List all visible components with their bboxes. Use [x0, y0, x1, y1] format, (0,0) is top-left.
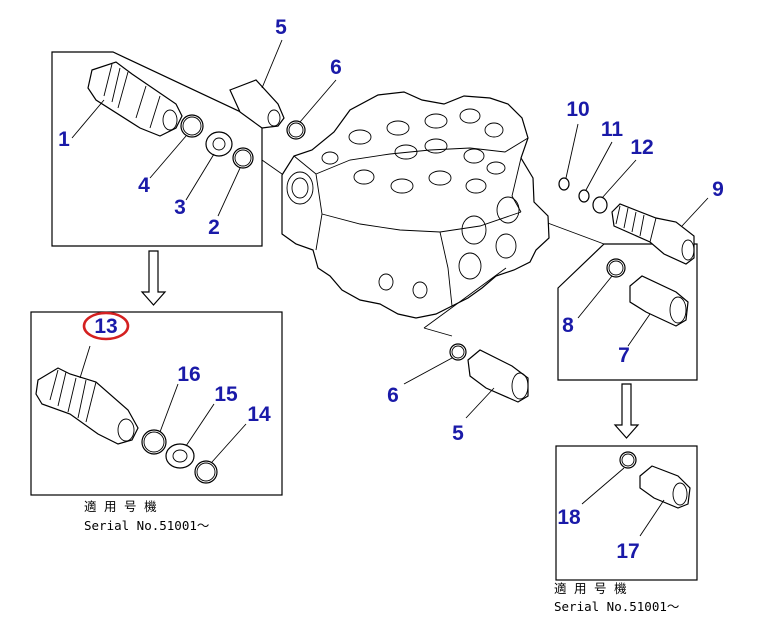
o-ring-6-top [286, 120, 306, 140]
callout-2: 2 [208, 216, 220, 239]
note-left-applicable-model: 適 用 号 機 [84, 499, 157, 514]
callout-12: 12 [630, 136, 653, 159]
o-ring-6-bottom [449, 343, 467, 361]
inset-frame-right-bottom [555, 445, 698, 581]
callout-13: 13 [94, 315, 117, 338]
callout-9: 9 [712, 178, 724, 201]
inset-frame-right-middle [544, 221, 698, 381]
plug-part-5-bottom [467, 349, 529, 403]
callout-3: 3 [174, 196, 186, 219]
o-ring-8 [606, 258, 626, 278]
callout-14: 14 [247, 403, 271, 426]
callout-11: 11 [601, 118, 624, 141]
callout-7: 7 [618, 344, 630, 367]
highlight-ring-13 [82, 311, 130, 341]
backup-ring-3 [205, 131, 233, 157]
o-ring-18 [619, 451, 637, 469]
leader-lines [71, 39, 709, 537]
small-ring-11 [578, 189, 590, 203]
down-arrow-left [140, 250, 167, 306]
valve-body [281, 91, 550, 319]
o-ring-4 [180, 114, 204, 138]
callout-4: 4 [138, 174, 150, 197]
callout-15: 15 [214, 383, 238, 406]
note-left-serial: Serial No.51001～ [84, 518, 209, 533]
callout-16: 16 [177, 363, 200, 386]
callout-5-top: 5 [275, 16, 287, 39]
o-ring-12 [592, 196, 608, 214]
callout-17: 17 [616, 540, 639, 563]
connector-lines [423, 267, 507, 337]
relief-valve-part-1 [87, 61, 183, 137]
down-arrow-right [613, 383, 640, 439]
callout-5-bottom: 5 [452, 422, 464, 445]
relief-valve-part-13 [35, 367, 139, 445]
callout-8: 8 [562, 314, 574, 337]
inset-frame-bottom-left [30, 311, 283, 496]
backup-ring-15 [165, 443, 195, 469]
note-right-applicable-model: 適 用 号 機 [554, 581, 627, 596]
fitting-part-9 [611, 203, 695, 265]
plug-part-5-top [229, 79, 285, 129]
callout-6-bottom: 6 [387, 384, 399, 407]
callout-6-top: 6 [330, 56, 342, 79]
plug-part-7 [629, 275, 689, 327]
o-ring-2 [232, 147, 254, 169]
callout-18: 18 [557, 506, 581, 529]
callout-10: 10 [566, 98, 589, 121]
note-right-serial: Serial No.51001～ [554, 599, 679, 614]
o-ring-14 [194, 460, 218, 484]
inset-frame-top-left [51, 51, 283, 247]
small-ring-10 [558, 177, 570, 191]
plug-part-17 [639, 465, 691, 509]
o-ring-16 [141, 429, 167, 455]
callout-1: 1 [58, 128, 70, 151]
